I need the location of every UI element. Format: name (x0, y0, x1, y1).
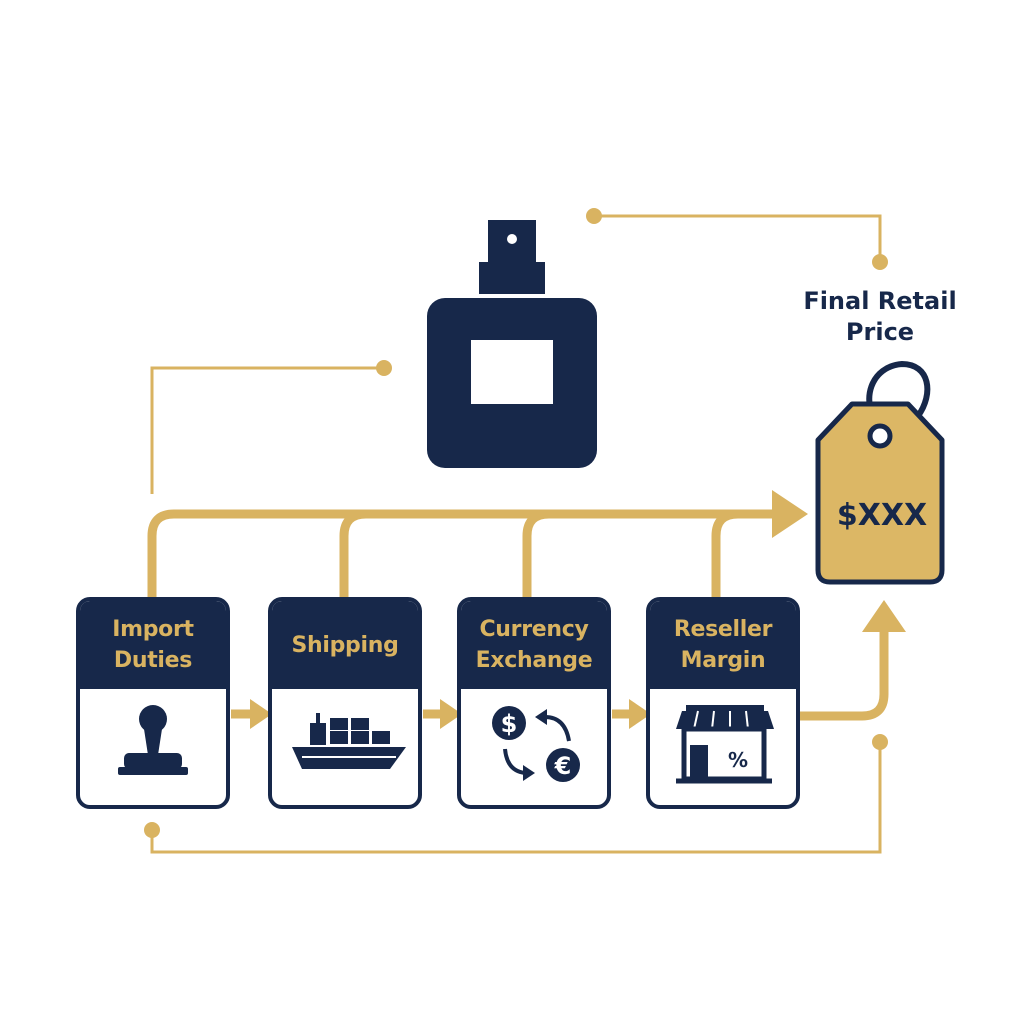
cargo-ship-icon (292, 713, 406, 769)
stage-card-import-duties: Import Duties (76, 597, 230, 809)
stage-icon-area: % (650, 689, 796, 805)
connector-bottom (150, 742, 882, 854)
stage-card-currency-exchange: Currency Exchange $ € (457, 597, 611, 809)
stage-label: Reseller Margin (673, 617, 773, 673)
connector-dot (872, 734, 888, 750)
stage-icon-area (272, 689, 418, 805)
reseller-to-final-line (800, 630, 889, 721)
svg-text:%: % (728, 748, 748, 772)
stage-header: Shipping (272, 601, 418, 689)
svg-text:€: € (554, 752, 572, 780)
flow-branch-currency (522, 509, 550, 597)
price-tag-icon (815, 360, 945, 585)
connector-top-right (594, 214, 882, 262)
stage-icon-area: $ € (461, 689, 607, 805)
flow-branch-shipping (339, 509, 367, 597)
stage-icon-area (80, 689, 226, 805)
arrow-duties-to-shipping (250, 699, 272, 729)
final-price-title: Final Retail Price (803, 287, 957, 346)
flow-arrowheads (250, 490, 906, 729)
stage-label: Shipping (291, 632, 399, 658)
stage-card-shipping: Shipping (268, 597, 422, 809)
top-flow-arrowhead (772, 490, 808, 538)
price-tag-value: $XXX (836, 498, 928, 533)
up-arrowhead (862, 600, 906, 632)
connector-dot (376, 360, 392, 376)
connector-dot (144, 822, 160, 838)
svg-text:$: $ (501, 710, 518, 738)
price-tag-body (815, 401, 945, 585)
top-flow-line (147, 509, 776, 597)
perfume-bottle-icon (427, 220, 597, 468)
arrow-shipping-to-currency (440, 699, 462, 729)
storefront-percent-icon: % (676, 705, 774, 784)
stage-label: Import Duties (112, 617, 194, 673)
connector-left (150, 366, 384, 494)
arrow-currency-to-reseller (629, 699, 651, 729)
connector-dots (144, 208, 888, 838)
currency-exchange-icon: $ € (492, 706, 580, 782)
flow-branch-reseller (711, 509, 739, 597)
connector-dot (586, 208, 602, 224)
stage-card-reseller-margin: Reseller Margin % (646, 597, 800, 809)
connector-dot (872, 254, 888, 270)
stage-label: Currency Exchange (475, 617, 593, 673)
stage-header: Reseller Margin (650, 601, 796, 689)
decorative-connectors (150, 214, 882, 854)
stage-header: Import Duties (80, 601, 226, 689)
stage-header: Currency Exchange (461, 601, 607, 689)
rubber-stamp-icon (118, 705, 188, 775)
